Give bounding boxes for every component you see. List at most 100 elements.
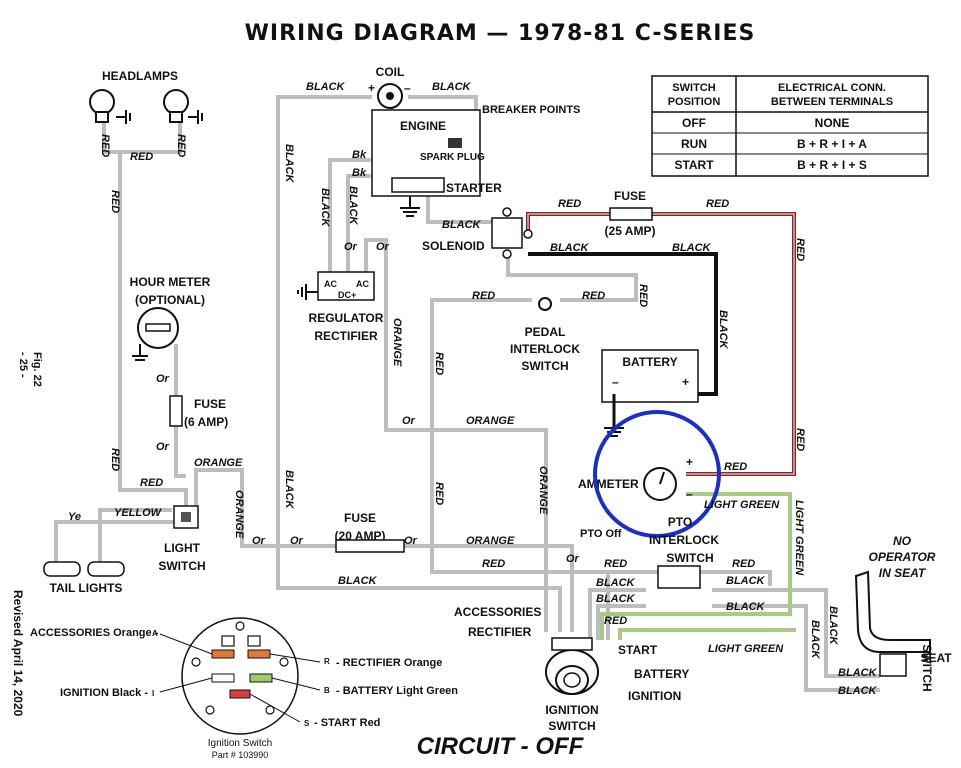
wire-label: LIGHT GREEN <box>704 499 780 511</box>
fuse-25-icon <box>609 207 653 221</box>
in-seat-label: IN SEAT <box>879 566 927 580</box>
ammeter-plus: + <box>686 455 693 469</box>
wire-label: BLACK <box>838 685 878 697</box>
wire-label: ORANGE <box>194 457 243 469</box>
wire-label: BLACK <box>283 144 295 184</box>
wire-label: BLACK <box>550 242 590 254</box>
wire-label: Or <box>252 535 266 547</box>
wire-label: RED <box>472 290 495 302</box>
terminal-accessories <box>211 649 235 659</box>
terminal-battery <box>249 673 273 683</box>
wire-label: BLACK <box>672 242 712 254</box>
pedal-switch-icon <box>538 297 552 311</box>
wire-label: Or <box>376 241 390 253</box>
revised-date: Revised April 14, 2020 <box>11 590 25 717</box>
wire-label: BLACK <box>726 601 766 613</box>
solenoid-label: SOLENOID <box>422 239 485 253</box>
fuse-20-label: FUSE <box>344 511 376 525</box>
wire-label: BLACK <box>596 577 636 589</box>
circuit-state: CIRCUIT - OFF <box>417 733 585 760</box>
pto-switch-label: SWITCH <box>666 551 713 565</box>
light-switch: LIGHT SWITCH <box>158 505 206 573</box>
wire-label: RED <box>582 290 605 302</box>
wire-label: YELLOW <box>114 507 163 519</box>
engine: ENGINE BREAKER POINTS SPARK PLUG STARTER <box>371 104 580 217</box>
wire-label: RED <box>724 461 747 473</box>
battery-icon <box>601 349 699 403</box>
reg-ac1: AC <box>324 279 337 289</box>
ammeter: AMMETER + – <box>578 410 721 538</box>
wire-label: BLACK <box>838 667 878 679</box>
ammeter-label: AMMETER <box>578 477 639 491</box>
terminal-start <box>229 689 251 699</box>
battery-minus: – <box>612 375 619 389</box>
pto-interlock-label: INTERLOCK <box>649 533 719 547</box>
terminal-ignition <box>211 673 235 683</box>
ignition-switch: IGNITION SWITCH ACCESSORIES RECTIFIER ST… <box>454 605 689 733</box>
inset-switch-icon <box>181 617 299 735</box>
coil: COIL + – <box>368 65 411 109</box>
accessories-label: ACCESSORIES <box>454 605 541 619</box>
table-header-terminals: BETWEEN TERMINALS <box>771 96 893 108</box>
headlamps: HEADLAMPS <box>89 69 203 124</box>
page-number: - 25 - <box>17 352 29 378</box>
table-cell: OFF <box>682 116 706 130</box>
wire-label: Or <box>566 553 580 565</box>
wire-label: LIGHT GREEN <box>793 500 805 576</box>
wire-label: RED <box>109 448 121 471</box>
solenoid: SOLENOID <box>422 207 533 259</box>
rectifier-terminal-label: RECTIFIER <box>468 625 532 639</box>
fuse-20-icon <box>335 539 405 553</box>
wire-label: RED <box>558 198 581 210</box>
wire-label: BLACK <box>432 81 472 93</box>
table-header-switch: SWITCH <box>672 82 715 94</box>
pedal-interlock-switch: PEDAL INTERLOCK SWITCH <box>510 297 580 373</box>
inset-accessories: ACCESSORIES Orange - <box>30 627 159 639</box>
wire-label: BLACK <box>319 188 331 228</box>
no-operator-label: NO <box>893 534 912 548</box>
ignition-switch-label-2: SWITCH <box>548 719 595 733</box>
inset-ignition: IGNITION Black - <box>60 687 148 699</box>
ignition-switch-inset: ACCESSORIES Orange - A IGNITION Black - … <box>30 617 458 760</box>
pto-off-label: PTO Off <box>580 528 622 540</box>
fuse-20-amp: FUSE (20 AMP) <box>335 511 405 553</box>
pto-label: PTO <box>668 515 692 529</box>
switch-label: SWITCH <box>521 359 568 373</box>
starter-label: STARTER <box>446 181 502 195</box>
red-wire-core <box>527 213 795 475</box>
wire-label: ORANGE <box>466 415 515 427</box>
wire-color-labels: BLACK BLACK BLACK Bk Bk BLACK BLACK Or O… <box>68 81 878 697</box>
reg-dc: DC+ <box>338 290 356 300</box>
wire-label: BLACK <box>306 81 346 93</box>
table-cell: NONE <box>815 116 850 130</box>
wire-label: Or <box>156 441 170 453</box>
headlamp-right-icon <box>163 89 203 124</box>
headlamps-label: HEADLAMPS <box>102 69 178 83</box>
fuse-25-amp: FUSE (25 AMP) <box>605 189 656 238</box>
wire-label: RED <box>604 615 627 627</box>
fuse-25-rating: (25 AMP) <box>605 224 656 238</box>
wire-label: BLACK <box>726 575 766 587</box>
engine-ground-icon <box>400 196 420 217</box>
wire-label: BLACK <box>338 575 378 587</box>
operator-label: OPERATOR <box>869 550 936 564</box>
seat-switch-label: SWITCH <box>920 644 934 691</box>
wire-label: BLACK <box>347 186 359 226</box>
start-terminal-label: START <box>618 643 658 657</box>
seat-icon <box>854 570 931 653</box>
pedal-label: PEDAL <box>525 325 566 339</box>
ignition-terminal-label: IGNITION <box>628 689 681 703</box>
solenoid-icon <box>491 217 523 249</box>
wire-label: RED <box>130 151 153 163</box>
switch-position-table: SWITCH POSITION ELECTRICAL CONN. BETWEEN… <box>651 75 929 177</box>
regulator-icon <box>317 271 375 301</box>
pto-interlock-switch: PTO INTERLOCK SWITCH PTO Off <box>580 515 719 589</box>
tail-light-right-icon <box>87 561 125 577</box>
wire-label: Or <box>404 535 418 547</box>
battery-label: BATTERY <box>622 355 677 369</box>
wire-label: ORANGE <box>233 490 245 539</box>
light-green-wire <box>600 492 792 640</box>
headlamp-left-icon <box>89 89 131 124</box>
wire-label: Bk <box>352 149 367 161</box>
